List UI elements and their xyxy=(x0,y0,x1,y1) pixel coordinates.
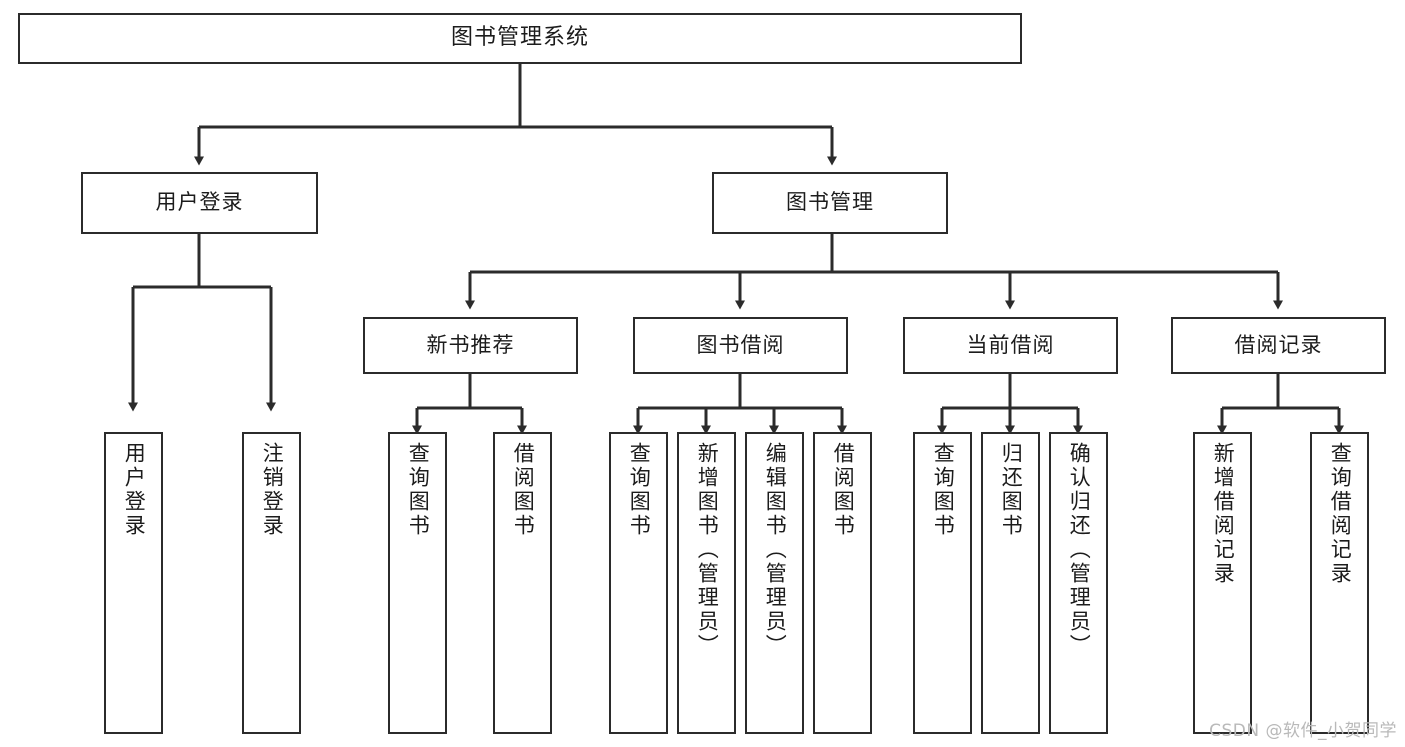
node-leaf-add-record[interactable]: 新增借阅记录 xyxy=(1193,432,1252,734)
node-leaf-add-book[interactable]: 新增图书（管理员） xyxy=(677,432,736,734)
node-new-book-recommend-label: 新书推荐 xyxy=(426,332,515,357)
node-book-management[interactable]: 图书管理 xyxy=(712,172,948,234)
node-leaf-borrow-book-1-label: 借阅图书 xyxy=(511,442,536,538)
node-leaf-add-book-label: 新增图书（管理员） xyxy=(695,442,720,658)
node-leaf-edit-book-label: 编辑图书（管理员） xyxy=(763,442,788,658)
node-leaf-query-record-label: 查询借阅记录 xyxy=(1328,442,1353,586)
node-leaf-logout[interactable]: 注销登录 xyxy=(242,432,301,734)
node-user-login-label: 用户登录 xyxy=(155,190,244,215)
node-leaf-query-book-2[interactable]: 查询图书 xyxy=(609,432,668,734)
node-leaf-logout-label: 注销登录 xyxy=(260,442,285,538)
node-current-borrow[interactable]: 当前借阅 xyxy=(903,317,1118,374)
node-leaf-query-record[interactable]: 查询借阅记录 xyxy=(1310,432,1369,734)
node-leaf-edit-book[interactable]: 编辑图书（管理员） xyxy=(745,432,804,734)
node-leaf-return-book[interactable]: 归还图书 xyxy=(981,432,1040,734)
node-leaf-borrow-book-1[interactable]: 借阅图书 xyxy=(493,432,552,734)
node-leaf-borrow-book-2[interactable]: 借阅图书 xyxy=(813,432,872,734)
node-borrow-record-label: 借阅记录 xyxy=(1234,332,1323,357)
node-leaf-borrow-book-2-label: 借阅图书 xyxy=(831,442,856,538)
node-leaf-query-book-1[interactable]: 查询图书 xyxy=(388,432,447,734)
node-user-login[interactable]: 用户登录 xyxy=(81,172,318,234)
node-leaf-query-book-3[interactable]: 查询图书 xyxy=(913,432,972,734)
node-leaf-confirm-return[interactable]: 确认归还（管理员） xyxy=(1049,432,1108,734)
node-book-management-label: 图书管理 xyxy=(786,190,874,215)
node-leaf-user-login-label: 用户登录 xyxy=(122,442,147,538)
node-root-label: 图书管理系统 xyxy=(450,25,589,51)
node-leaf-query-book-2-label: 查询图书 xyxy=(627,442,652,538)
watermark: CSDN @软件_小贺同学 xyxy=(1209,721,1397,741)
node-book-borrow[interactable]: 图书借阅 xyxy=(633,317,848,374)
node-leaf-confirm-return-label: 确认归还（管理员） xyxy=(1067,442,1092,658)
node-leaf-query-book-1-label: 查询图书 xyxy=(406,442,431,538)
node-borrow-record[interactable]: 借阅记录 xyxy=(1171,317,1386,374)
node-root[interactable]: 图书管理系统 xyxy=(18,13,1022,64)
node-book-borrow-label: 图书借阅 xyxy=(696,332,785,357)
node-leaf-user-login[interactable]: 用户登录 xyxy=(104,432,163,734)
node-leaf-return-book-label: 归还图书 xyxy=(999,442,1024,538)
node-current-borrow-label: 当前借阅 xyxy=(966,332,1055,357)
node-leaf-add-record-label: 新增借阅记录 xyxy=(1211,442,1236,586)
node-new-book-recommend[interactable]: 新书推荐 xyxy=(363,317,578,374)
node-leaf-query-book-3-label: 查询图书 xyxy=(931,442,956,538)
